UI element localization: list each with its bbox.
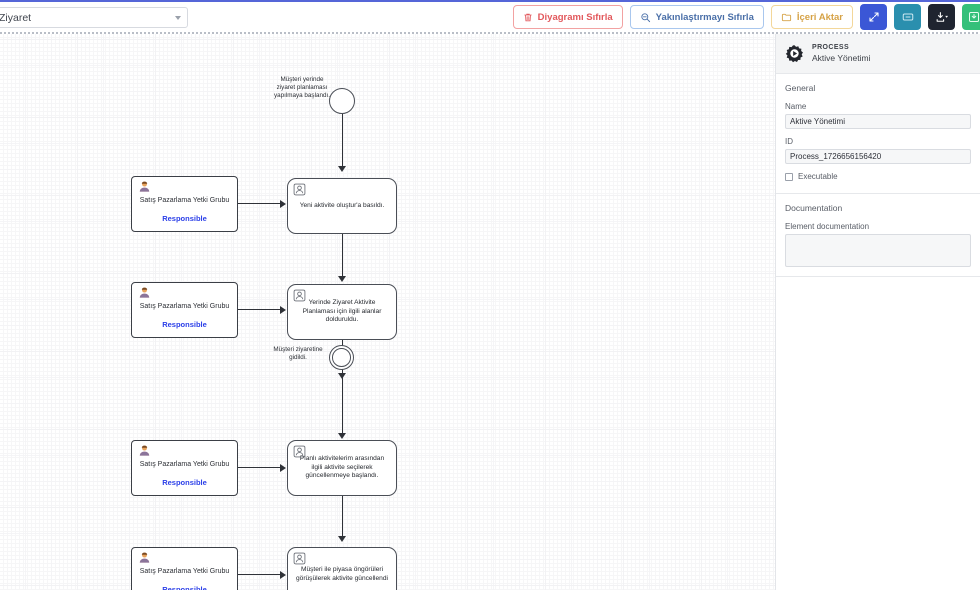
name-input-value: Aktive Yönetimi: [790, 117, 845, 126]
save-icon: [969, 12, 979, 22]
lane-title: Satış Pazarlama Yetki Grubu: [139, 197, 230, 204]
lane-title: Satış Pazarlama Yetki Grubu: [139, 568, 230, 575]
id-field-label: ID: [785, 137, 793, 146]
task-1[interactable]: Yeni aktivite oluştur'a basıldı.: [287, 178, 397, 234]
flow-arrow: [280, 199, 286, 208]
flow-lane3-to-task3: [238, 467, 282, 469]
element-documentation-label: Element documentation: [785, 222, 870, 231]
expand-arrows-icon: [868, 12, 879, 22]
flow-arrow: [280, 305, 286, 314]
fit-viewport-button[interactable]: [894, 4, 921, 30]
flow-arrow: [338, 276, 346, 282]
flow-arrow: [338, 166, 346, 172]
task-text: Yerinde Ziyaret Aktivite Planlaması için…: [302, 298, 382, 324]
task-4[interactable]: Müşteri ile piyasa öngörüleri görüşülere…: [287, 547, 397, 590]
executable-checkbox[interactable]: [785, 172, 793, 181]
header-toolbar: Diyagramı Sıfırla Yakınlaştırmayı Sıfırl…: [512, 4, 980, 30]
import-button[interactable]: İçeri Aktar: [770, 5, 853, 29]
reset-zoom-label: Yakınlaştırmayı Sıfırla: [655, 11, 754, 23]
flow-task3-to-task4: [341, 496, 343, 538]
element-documentation-textarea[interactable]: [785, 234, 971, 267]
diagram-select-value: Ziyaret: [0, 11, 32, 24]
user-group-icon: [139, 181, 150, 192]
user-group-icon: [139, 552, 150, 563]
lane-box-1[interactable]: Satış Pazarlama Yetki Grubu Responsible: [131, 176, 238, 232]
user-group-icon: [139, 445, 150, 456]
name-input[interactable]: Aktive Yönetimi: [785, 114, 971, 129]
flow-arrow: [338, 536, 346, 542]
task-text: Planlı aktivitelerim arasından ilgili ak…: [299, 454, 385, 480]
fullscreen-button[interactable]: [860, 4, 887, 30]
executable-checkbox-row[interactable]: Executable: [785, 172, 971, 181]
user-task-icon: [293, 552, 306, 565]
start-event[interactable]: [329, 88, 355, 114]
task-text: Yeni aktivite oluştur'a basıldı.: [299, 201, 385, 209]
flow-arrow: [338, 433, 346, 439]
header-accent-line: [0, 0, 980, 2]
user-task-icon: [293, 183, 306, 196]
lane-role: Responsible: [162, 319, 207, 329]
name-field-label: Name: [785, 102, 807, 111]
download-button[interactable]: [928, 4, 955, 30]
download-icon: [936, 11, 948, 22]
user-task-icon: [293, 289, 306, 302]
user-group-icon: [139, 287, 150, 298]
trash-icon: [523, 13, 532, 21]
task-2[interactable]: Yerinde Ziyaret Aktivite Planlaması için…: [287, 284, 397, 340]
properties-header: PROCESS Aktive Yönetimi: [776, 34, 980, 74]
reset-diagram-button[interactable]: Diyagramı Sıfırla: [512, 5, 623, 29]
executable-label: Executable: [798, 172, 838, 181]
element-kind: PROCESS: [812, 44, 850, 51]
general-section-title: General: [785, 83, 816, 93]
panel-bottom-divider: [776, 276, 980, 277]
start-event-label: Müşteri yerinde ziyaret planlaması yapıl…: [273, 76, 330, 100]
flow-start-to-task1: [341, 114, 343, 168]
lane-box-4[interactable]: Satış Pazarlama Yetki Grubu Responsible: [131, 547, 238, 590]
chevron-down-icon: [175, 15, 181, 20]
intermediate-event[interactable]: [329, 345, 354, 370]
reset-diagram-label: Diyagramı Sıfırla: [537, 11, 613, 23]
properties-body: General Name Aktive Yönetimi ID Process_…: [776, 74, 980, 277]
lane-role: Responsible: [162, 213, 207, 223]
element-name: Aktive Yönetimi: [812, 53, 871, 63]
flow-lane2-to-task2: [238, 309, 282, 311]
reset-zoom-button[interactable]: Yakınlaştırmayı Sıfırla: [629, 5, 764, 29]
task-text: Müşteri ile piyasa öngörüleri görüşülere…: [295, 566, 388, 582]
intermediate-event-label: Müşteri ziyaretine gidildi.: [273, 346, 323, 362]
documentation-section-title: Documentation: [785, 203, 843, 213]
user-task-icon: [293, 445, 306, 458]
flow-arrow: [280, 570, 286, 579]
diagram-select[interactable]: Ziyaret: [0, 7, 188, 28]
section-divider: [776, 193, 980, 194]
import-label: İçeri Aktar: [796, 11, 843, 23]
lane-box-3[interactable]: Satış Pazarlama Yetki Grubu Responsible: [131, 440, 238, 496]
properties-panel: PROCESS Aktive Yönetimi General Name Akt…: [775, 34, 980, 590]
task-3[interactable]: Planlı aktivitelerim arasından ilgili ak…: [287, 440, 397, 496]
lane-title: Satış Pazarlama Yetki Grubu: [139, 461, 230, 468]
flow-lane4-to-task4: [238, 574, 282, 576]
flow-task1-to-task2: [341, 234, 343, 278]
editor-header: Ziyaret Diyagramı Sıfırla Yakınlaştırmay…: [0, 0, 980, 33]
id-input[interactable]: Process_1726656156420: [785, 149, 971, 164]
flow-intermediate-to-task3: [341, 370, 343, 435]
flow-lane1-to-task1: [238, 203, 282, 205]
folder-icon: [781, 13, 791, 21]
screen-icon: [902, 13, 913, 21]
header-divider: [0, 32, 980, 34]
lane-role: Responsible: [162, 477, 207, 487]
id-input-value: Process_1726656156420: [790, 152, 882, 161]
lane-box-2[interactable]: Satış Pazarlama Yetki Grubu Responsible: [131, 282, 238, 338]
flow-arrow: [280, 463, 286, 472]
export-button[interactable]: [962, 4, 980, 30]
zoom-out-icon: [641, 12, 650, 22]
lane-role: Responsible: [162, 584, 207, 590]
lane-title: Satış Pazarlama Yetki Grubu: [139, 303, 230, 310]
process-gear-icon: [785, 45, 803, 63]
properties-header-text: PROCESS Aktive Yönetimi: [812, 44, 870, 63]
